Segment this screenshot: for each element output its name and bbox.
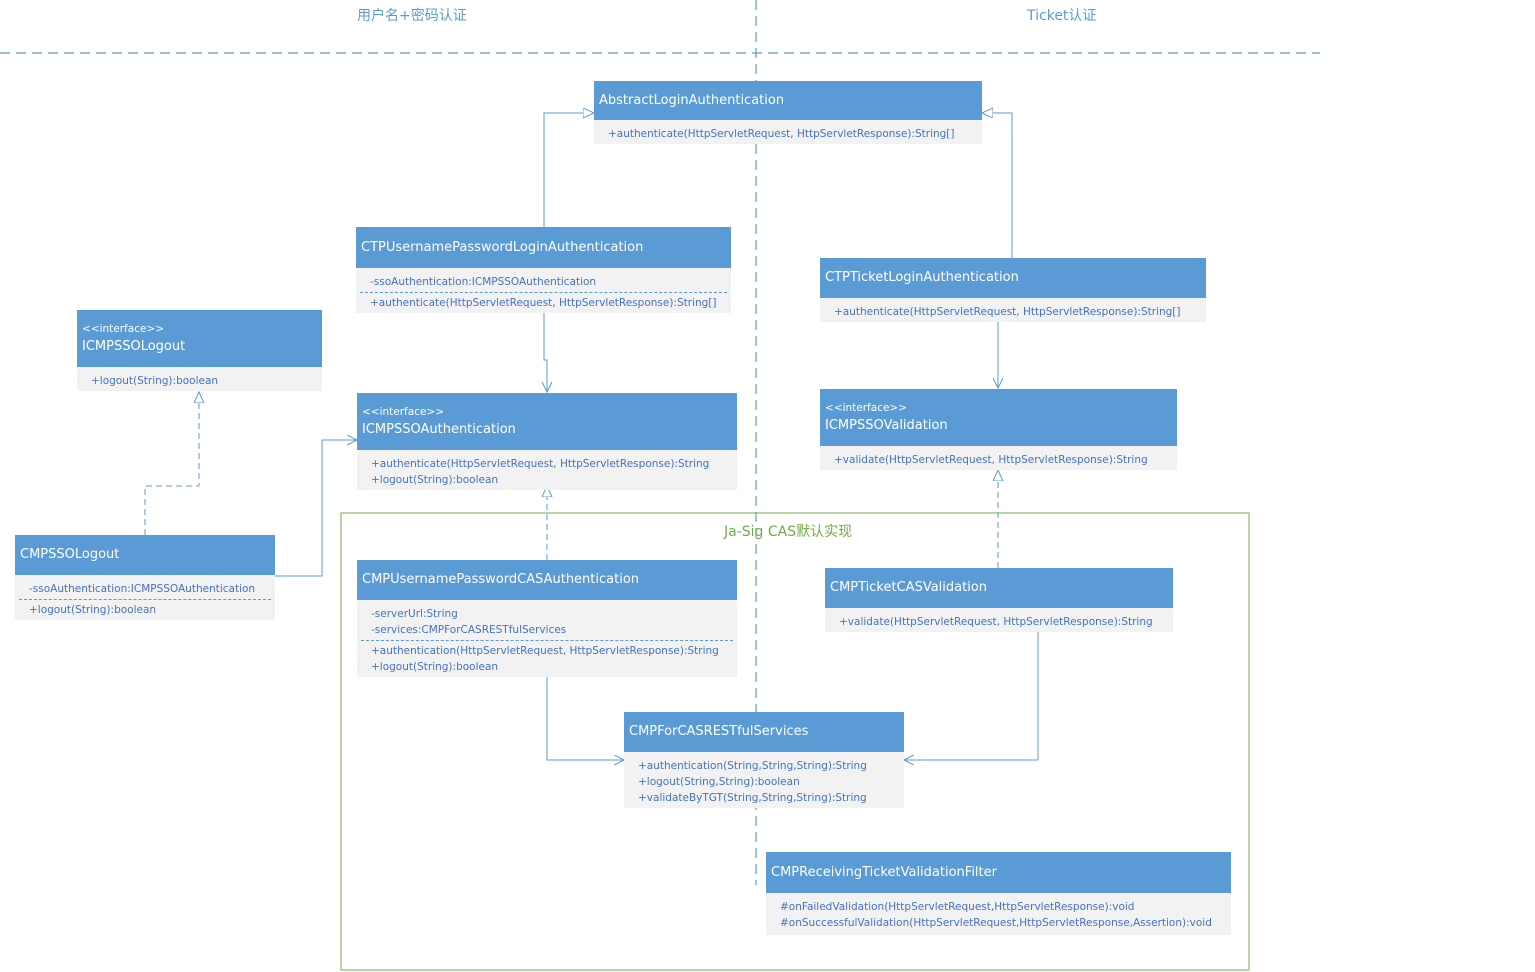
class-cmp-for-cas-restful-services[interactable]: CMPForCASRESTfulServices +authentication… (624, 712, 904, 808)
class-name: ICMPSSOLogout (82, 338, 186, 354)
attributes-section: -serverUrl:String -services:CMPForCASRES… (357, 600, 737, 640)
methods-section: +authentication(String,String,String):St… (624, 752, 904, 808)
class-cmp-receiving-ticket-validation-filter[interactable]: CMPReceivingTicketValidationFilter #onFa… (766, 852, 1231, 935)
class-header: <<interface>> ICMPSSOValidation (820, 389, 1177, 446)
methods-section: +logout(String):boolean (15, 600, 275, 620)
edge-ctp-username-uses-auth (544, 311, 547, 392)
method: +authenticate(HttpServletRequest, HttpSe… (608, 128, 955, 140)
edge-logout-uses-auth (275, 440, 357, 577)
class-name: CMPReceivingTicketValidationFilter (771, 864, 997, 880)
section-divider (361, 640, 733, 641)
class-header: CTPTicketLoginAuthentication (820, 258, 1206, 298)
class-name: CMPForCASRESTfulServices (629, 724, 809, 739)
stereotype: <<interface>> (362, 405, 445, 418)
attribute: -ssoAuthentication:ICMPSSOAuthentication (370, 276, 597, 288)
methods-section: +validate(HttpServletRequest, HttpServle… (825, 608, 1173, 632)
methods-section: +authenticate(HttpServletRequest, HttpSe… (594, 120, 982, 144)
methods-section: +authenticate(HttpServletRequest, HttpSe… (356, 293, 731, 313)
method: #onFailedValidation(HttpServletRequest,H… (780, 901, 1135, 913)
method: +validate(HttpServletRequest, HttpServle… (834, 454, 1148, 466)
edge-ctp-username-extends-abstract (543, 113, 594, 227)
class-name: ICMPSSOValidation (825, 417, 948, 433)
class-cmp-username-password-cas-authentication[interactable]: CMPUsernamePasswordCASAuthentication -se… (357, 560, 737, 677)
class-header: <<interface>> ICMPSSOLogout (77, 310, 322, 367)
method: +authentication(HttpServletRequest, Http… (371, 645, 719, 657)
attributes-section: -ssoAuthentication:ICMPSSOAuthentication (356, 268, 731, 292)
class-header: AbstractLoginAuthentication (594, 81, 982, 120)
right-zone-label: Ticket认证 (1027, 8, 1097, 24)
class-name: CMPSSOLogout (20, 547, 120, 562)
attribute: -services:CMPForCASRESTfulServices (371, 624, 567, 636)
class-ctp-username-password-login-authentication[interactable]: CTPUsernamePasswordLoginAuthentication -… (356, 227, 731, 313)
section-divider (360, 292, 727, 293)
method: +logout(String):boolean (29, 604, 157, 616)
edge-cas-auth-uses-restful (546, 676, 624, 760)
method: +authentication(String,String,String):St… (638, 760, 867, 772)
interface-icmp-sso-logout[interactable]: <<interface>> ICMPSSOLogout +logout(Stri… (77, 310, 322, 391)
class-name: AbstractLoginAuthentication (599, 92, 785, 108)
class-name: ICMPSSOAuthentication (362, 421, 516, 437)
method: +logout(String):boolean (371, 474, 499, 486)
interface-icmp-sso-validation[interactable]: <<interface>> ICMPSSOValidation +validat… (820, 389, 1177, 470)
class-header: CMPTicketCASValidation (825, 568, 1173, 608)
method: +validate(HttpServletRequest, HttpServle… (839, 616, 1153, 628)
stereotype: <<interface>> (82, 322, 165, 335)
attributes-section: -ssoAuthentication:ICMPSSOAuthentication (15, 575, 275, 599)
interface-icmp-sso-authentication[interactable]: <<interface>> ICMPSSOAuthentication +aut… (357, 393, 737, 490)
class-header: CMPUsernamePasswordCASAuthentication (357, 560, 737, 600)
left-zone-label: 用户名+密码认证 (357, 8, 467, 24)
class-name: CMPTicketCASValidation (830, 580, 988, 595)
class-header: <<interface>> ICMPSSOAuthentication (357, 393, 737, 450)
methods-section: +validate(HttpServletRequest, HttpServle… (820, 446, 1177, 470)
edge-ctp-ticket-extends-abstract (982, 113, 1013, 258)
method: +authenticate(HttpServletRequest, HttpSe… (370, 297, 717, 309)
section-divider (19, 599, 271, 600)
class-name: CMPUsernamePasswordCASAuthentication (362, 572, 640, 587)
method: +validateByTGT(String,String,String):Str… (638, 792, 867, 804)
methods-section: #onFailedValidation(HttpServletRequest,H… (766, 893, 1231, 935)
methods-section: +authenticate(HttpServletRequest, HttpSe… (357, 450, 737, 490)
class-header: CTPUsernamePasswordLoginAuthentication (356, 227, 731, 268)
attribute: -serverUrl:String (371, 608, 458, 620)
methods-section: +authenticate(HttpServletRequest, HttpSe… (820, 298, 1206, 322)
class-header: CMPForCASRESTfulServices (624, 712, 904, 752)
method: #onSuccessfulValidation(HttpServletReque… (780, 917, 1212, 929)
class-abstract-login-authentication[interactable]: AbstractLoginAuthentication +authenticat… (594, 81, 982, 144)
class-cmp-sso-logout[interactable]: CMPSSOLogout -ssoAuthentication:ICMPSSOA… (15, 535, 275, 620)
method: +logout(String,String):boolean (638, 776, 800, 788)
class-header: CMPSSOLogout (15, 535, 275, 575)
methods-section: +logout(String):boolean (77, 367, 322, 391)
class-cmp-ticket-cas-validation[interactable]: CMPTicketCASValidation +validate(HttpSer… (825, 568, 1173, 632)
method: +authenticate(HttpServletRequest, HttpSe… (834, 306, 1181, 318)
class-name: CTPUsernamePasswordLoginAuthentication (361, 239, 644, 255)
method: +logout(String):boolean (371, 661, 499, 673)
cas-group-frame (340, 512, 1250, 971)
cas-group-label: Ja-Sig CAS默认实现 (724, 524, 853, 540)
attribute: -ssoAuthentication:ICMPSSOAuthentication (29, 583, 256, 595)
class-ctp-ticket-login-authentication[interactable]: CTPTicketLoginAuthentication +authentica… (820, 258, 1206, 322)
method: +authenticate(HttpServletRequest, HttpSe… (371, 458, 710, 470)
edge-logout-implements-interface (144, 392, 199, 535)
edge-cas-validation-uses-restful (904, 631, 1039, 760)
methods-section: +authentication(HttpServletRequest, Http… (357, 641, 737, 677)
class-name: CTPTicketLoginAuthentication (825, 270, 1019, 285)
class-header: CMPReceivingTicketValidationFilter (766, 852, 1231, 893)
method: +logout(String):boolean (91, 375, 219, 387)
stereotype: <<interface>> (825, 401, 908, 414)
